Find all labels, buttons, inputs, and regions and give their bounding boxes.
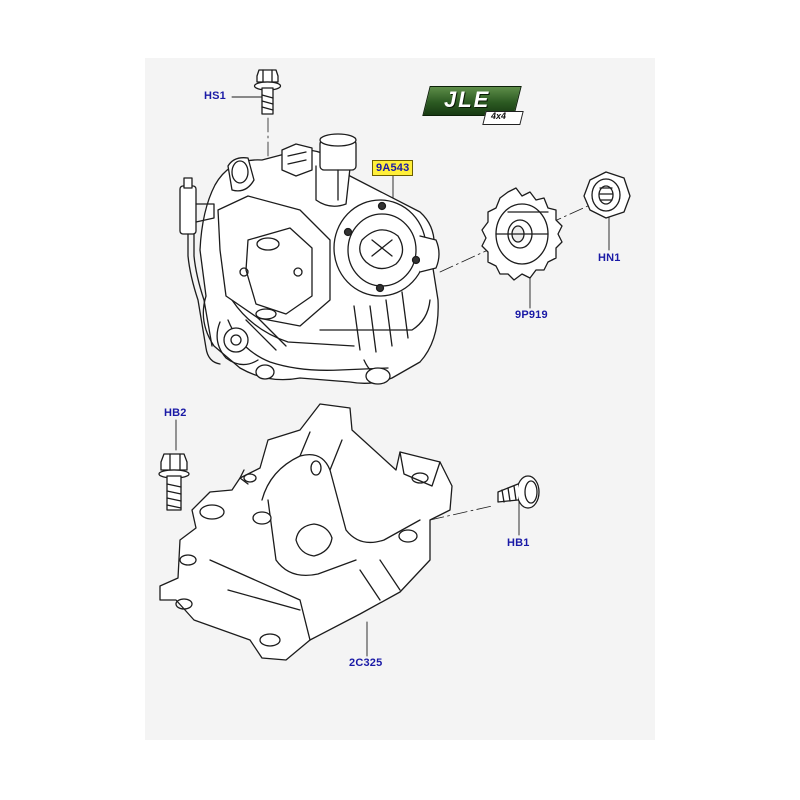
jle-logo-text: JLE <box>444 87 491 112</box>
sprocket-9p919 <box>481 187 563 281</box>
jle-logo: JLE 4x4 <box>422 86 524 125</box>
fuel-pump-assembly <box>179 133 440 385</box>
jle-logo-sub-text: 4x4 <box>491 111 507 121</box>
callout-hn1: HN1 <box>598 252 621 264</box>
callout-hs1: HS1 <box>204 90 226 102</box>
leader-lines <box>175 96 610 657</box>
nut-hn1 <box>583 171 631 219</box>
callout-hb2: HB2 <box>164 407 187 419</box>
hb1-bolt <box>497 475 540 509</box>
hb2-bolt <box>158 453 190 511</box>
hs1-bolt <box>253 69 282 115</box>
callout-2c325: 2C325 <box>349 657 383 669</box>
bracket-2c325 <box>159 403 453 661</box>
callout-hb1: HB1 <box>507 537 530 549</box>
callout-9p919: 9P919 <box>515 309 548 321</box>
callout-9a543: 9A543 <box>372 160 414 176</box>
